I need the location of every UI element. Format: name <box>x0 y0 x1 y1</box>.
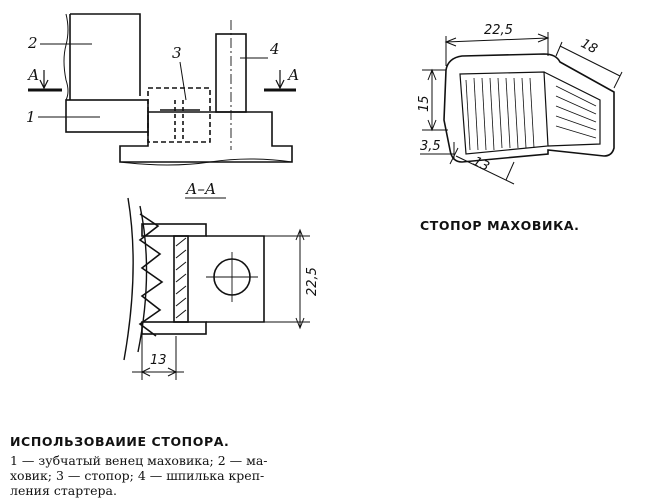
section-dim-height: 22,5 <box>305 267 320 296</box>
ring-gear <box>65 99 149 133</box>
gear-teeth <box>138 213 164 337</box>
caption-line: ховик; 3 — стопор; 4 — шпилька креп- <box>10 468 265 483</box>
section-view <box>123 197 310 380</box>
assembly-view <box>28 13 296 166</box>
stopper-dim-length: 22,5 <box>484 23 513 38</box>
stopper-dim-base: 13 <box>470 154 491 175</box>
stopper-dim-depth: 18 <box>578 36 600 57</box>
stopper-3d-view <box>420 32 623 185</box>
callout-1: 1 <box>26 108 36 126</box>
section-title: А–А <box>185 180 216 198</box>
callout-2: 2 <box>27 34 38 52</box>
section-dim-width: 13 <box>150 353 167 368</box>
caption-line: 1 — зубчатый венец маховика; 2 — ма- <box>10 453 268 468</box>
flywheel-body <box>69 13 141 100</box>
caption-block: ИСПОЛЬЗОВАИИЕ СТОПОРА. 1 — зубчатый вене… <box>10 434 340 498</box>
stopper-hatching <box>175 237 187 319</box>
stopper-shading <box>465 77 597 151</box>
stopper-dim-thickness: 3,5 <box>420 139 441 154</box>
callout-3: 3 <box>172 44 182 62</box>
caption-title: ИСПОЛЬЗОВАИИЕ СТОПОРА. <box>10 434 230 449</box>
section-mark-right: А <box>287 66 299 84</box>
right-figure-title: СТОПОР МАХОВИКА. <box>420 218 580 233</box>
stopper-part <box>147 87 211 143</box>
callout-4: 4 <box>269 40 280 58</box>
caption-line: ления стартера. <box>10 483 117 498</box>
stopper-outer-shell <box>443 53 615 163</box>
stopper-dim-height: 15 <box>417 95 432 112</box>
section-mark-left: А <box>27 66 39 84</box>
